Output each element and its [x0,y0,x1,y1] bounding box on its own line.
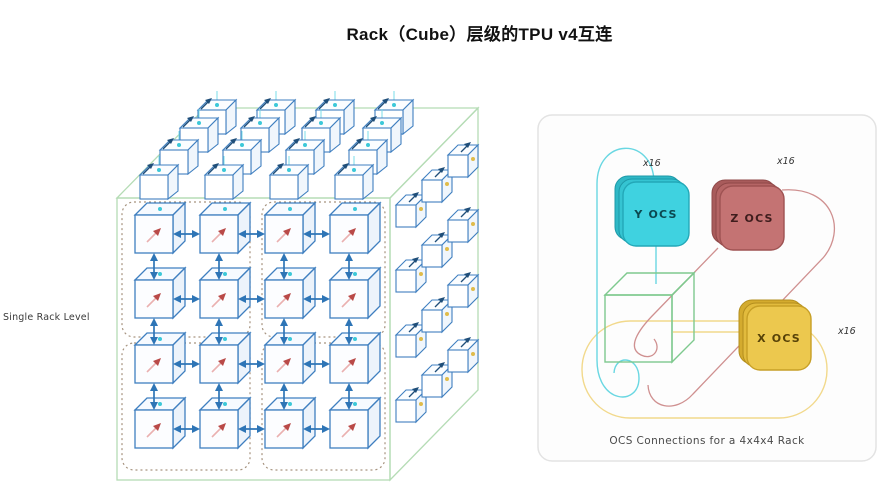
rack-cube-diagram [115,90,480,482]
tpu-node [199,267,251,319]
tpu-node [264,397,316,449]
tpu-node [447,271,479,308]
ocs-caption: OCS Connections for a 4x4x4 Rack [609,435,805,447]
tpu-node [447,336,479,373]
tpu-node [134,202,186,254]
tpu-node [199,397,251,449]
page-title: Rack（Cube）层级的TPU v4互连 [346,25,613,44]
right-face-nodes [395,141,479,423]
node-group-borders [121,201,386,471]
tpu-node [447,206,479,243]
single-rack-level-label: Single Rack Level [3,312,90,323]
ocs-panel-border [537,114,877,462]
x-ocs-count: x16 [837,326,856,337]
front-face-nodes [134,202,381,449]
y-ocs-box: Y OCS [614,175,690,247]
tpu-node [134,332,186,384]
tpu-node [329,332,381,384]
z-ocs-label: Z OCS [730,212,773,225]
tpu-node [264,267,316,319]
tpu-node [199,332,251,384]
tpu-node [447,141,479,178]
x-ocs-label: X OCS [757,332,801,345]
tpu-node [264,202,316,254]
z-ocs-box: Z OCS [711,179,785,251]
x-ocs-loop [581,320,828,419]
top-face-nodes [139,90,414,200]
tpu-node [329,397,381,449]
tpu-node [329,267,381,319]
tpu-node [199,202,251,254]
y-ocs-count: x16 [642,158,661,169]
tpu-node [134,397,186,449]
tpu-node [329,202,381,254]
tpu-node [264,332,316,384]
x-ocs-box: X OCS [738,299,812,371]
y-ocs-label: Y OCS [633,208,677,221]
rack-cube-icon [603,271,696,364]
z-ocs-loop [633,189,836,407]
z-ocs-count: x16 [776,156,795,167]
tpu-node [134,267,186,319]
ocs-connections-diagram: Y OCS x16 Z OCS x16 X OCS x16 OCS Connec… [537,114,877,462]
